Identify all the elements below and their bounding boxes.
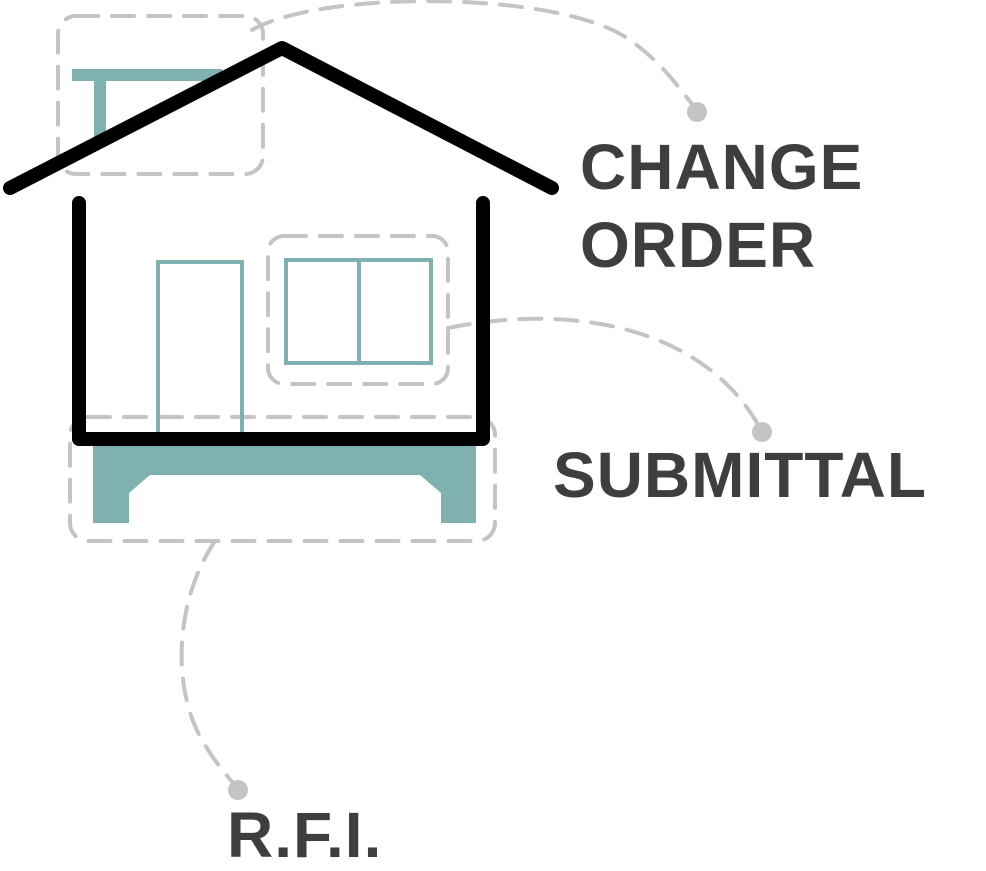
submittal-connector [446,316,762,430]
window-callout-box [266,234,450,386]
dashed-connectors [56,0,762,792]
foundation-callout-box [68,415,497,543]
change-order-label-line2: ORDER [580,209,817,282]
rfi-dot [228,780,248,800]
change-order-label-line1: CHANGE [580,131,864,203]
rfi-connector [179,539,240,792]
rooftop-callout-box [56,14,265,176]
connector-dots [228,102,772,800]
window-icon [284,258,433,365]
submittal-dot [752,422,772,442]
roof-line [3,41,559,195]
house-outline-icon [3,41,559,446]
change-order-dot [687,102,707,122]
rfi-label: R.F.I. [227,799,383,871]
submittal-label: SUBMITTAL [553,439,927,511]
change-order-label: CHANGE ORDER [580,128,863,284]
change-order-connector [250,0,699,112]
foundation-icon [93,444,476,523]
rooftop-structure-icon [72,69,222,140]
house-walls [72,196,490,446]
